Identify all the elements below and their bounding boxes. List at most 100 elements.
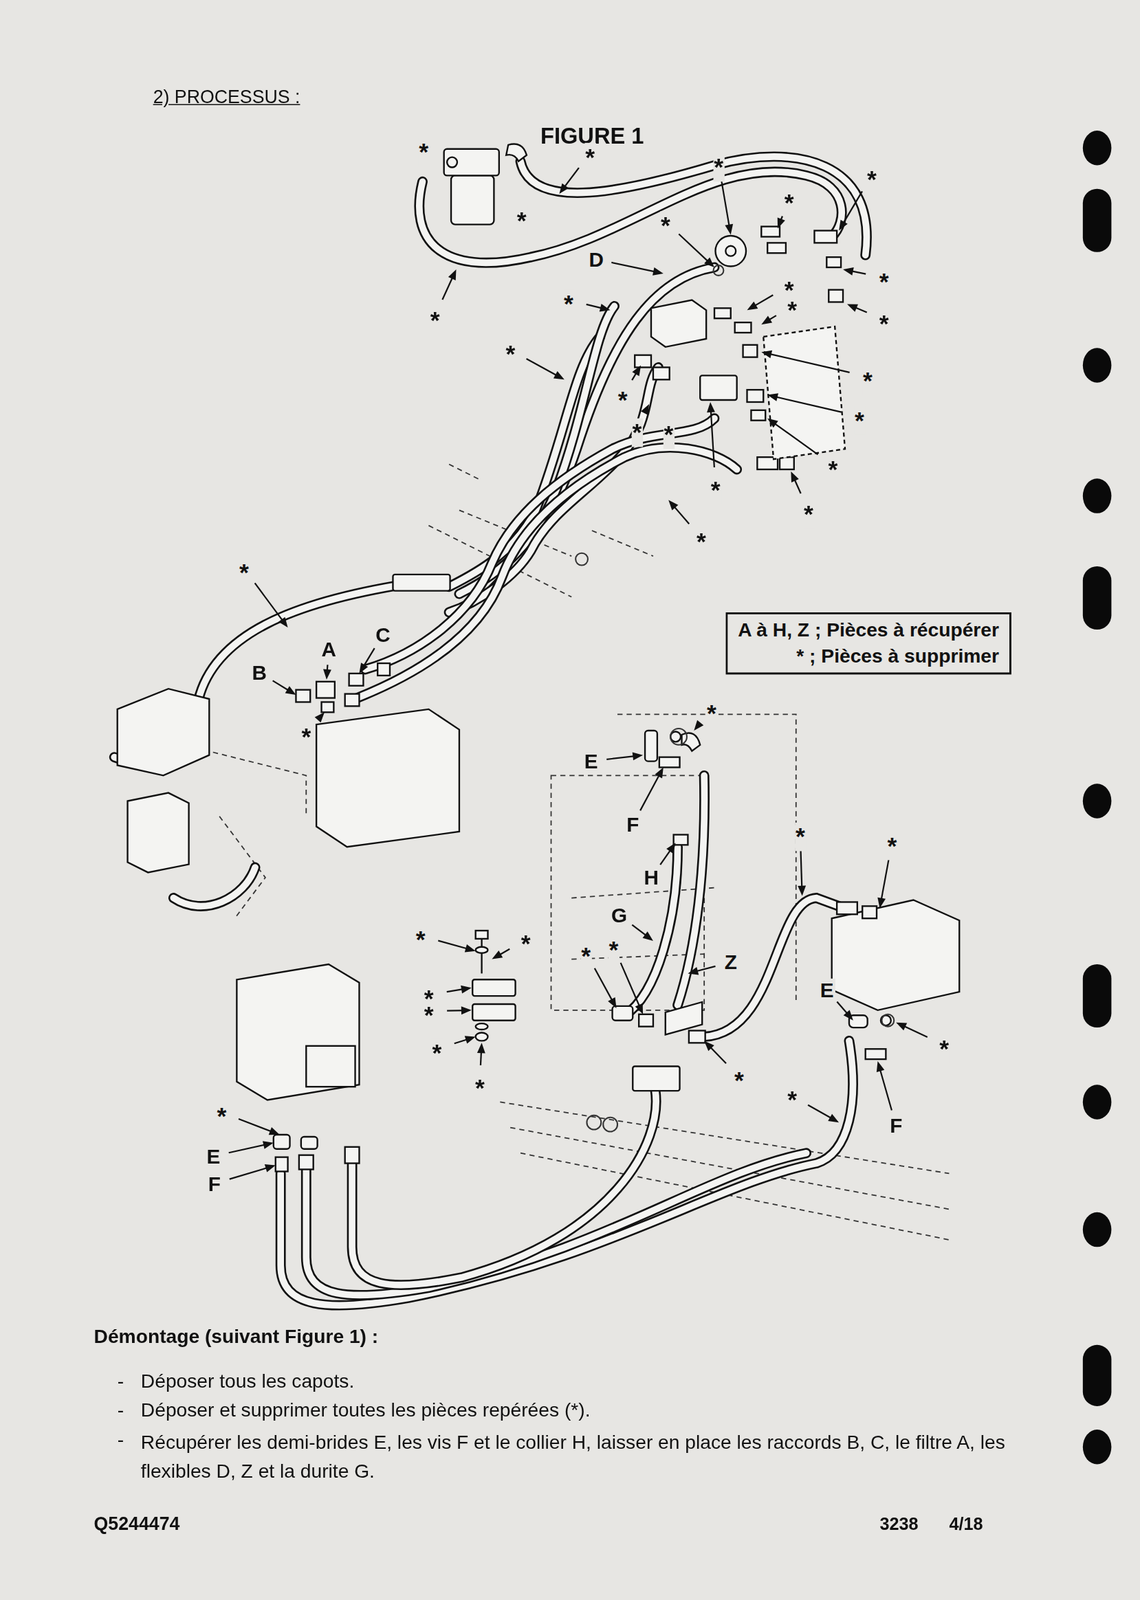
hose [459,305,615,595]
hose [365,418,715,670]
callout-letter: F [889,1114,904,1138]
arrowhead [635,1003,643,1015]
hose [305,1153,806,1297]
leader-line [879,1066,892,1111]
hose [365,418,715,670]
arrowhead [632,752,643,762]
legend-text: A à H, Z ; Pièces à récupérer [737,618,1000,645]
callout-letter: H [642,866,660,890]
hose [419,171,842,263]
hose [352,1090,656,1286]
leader-line [611,262,659,273]
callout-letter: B [250,660,268,685]
arrowhead [460,985,472,995]
arrowhead [640,404,650,416]
callout-mark: * [515,206,528,235]
callout-mark: * [695,528,708,557]
arrowhead [278,617,289,628]
arrowhead [724,224,733,236]
hose [357,447,738,698]
arrowhead [761,315,773,325]
body-text: 3238 [879,1514,918,1535]
callout-mark: * [878,309,890,338]
arrowhead [464,944,476,953]
leader-line [880,860,890,904]
callout-mark: * [802,500,815,529]
leader-line [238,1119,276,1134]
callout-letter: E [818,978,835,1002]
body-text: - [117,1399,124,1422]
callout-mark: * [786,1086,799,1115]
arrowhead [652,267,664,276]
hose [173,867,256,907]
legend-box: A à H, Z ; Pièces à récupérer* ; Pièces … [725,612,1011,676]
arrowhead [323,669,332,681]
callout-mark: * [660,211,672,240]
callout-mark: * [794,823,807,852]
hose [357,447,738,698]
arrowhead [827,1114,839,1123]
arrowhead [314,712,325,723]
leader-line [228,1144,269,1154]
leader-line [229,1167,271,1180]
arrowhead [761,350,773,359]
callout-letter: Z [723,950,738,975]
leader-line [721,181,730,230]
callout-mark: * [473,1073,486,1103]
hose [280,1040,853,1306]
callout-mark: * [865,165,878,194]
body-text: Récupérer les demi-brides E, les vis F e… [140,1428,1039,1486]
arrowhead [704,257,715,268]
section-heading: 2) PROCESSUS : [153,87,301,109]
callout-mark: * [414,926,427,955]
leader-line [801,851,803,892]
arrowhead [876,1061,885,1073]
leader-line [620,963,641,1011]
arrowhead [693,720,704,731]
callout-mark: * [418,137,430,166]
legend-text: * ; Pièces à supprimer [737,643,1000,670]
arrowhead [747,301,759,311]
arrowhead [599,303,611,313]
callout-letter: E [205,1144,222,1169]
body-text: Q5244474 [94,1514,181,1536]
callout-mark: * [631,418,643,447]
arrowhead [607,997,617,1009]
body-text: Démontage (suivant Figure 1) : [94,1325,379,1348]
callout-mark: * [563,290,575,319]
body-text: Déposer et supprimer toutes les pièces r… [140,1399,591,1422]
hose [459,305,615,595]
arrowhead [655,767,664,779]
hose [704,898,839,1038]
callout-mark: * [616,385,629,414]
arrowhead [285,686,297,696]
leader-line [678,233,711,264]
callout-letter: C [374,622,392,647]
callout-mark: * [786,296,799,325]
hose [352,1090,656,1286]
leader-line [841,191,863,227]
callout-mark: * [705,699,718,728]
arrowhead [464,1036,476,1044]
callout-mark: * [300,722,313,751]
callout-mark: * [827,455,839,484]
hose [280,1040,853,1306]
callout-mark: * [431,1038,443,1068]
callout-mark: * [938,1034,951,1063]
arrowhead [264,1164,276,1173]
arrowhead [268,1127,280,1136]
leader-line [771,421,818,455]
arrowhead [706,402,716,413]
arrowhead [642,931,654,942]
arrowhead [767,418,779,428]
callout-mark: * [662,420,675,449]
arrowhead [704,1040,715,1052]
leader-line [255,583,285,624]
hose [305,1153,806,1297]
callout-mark: * [580,941,593,971]
arrowhead [842,267,854,276]
arrowhead [477,1043,486,1054]
callout-mark: * [732,1067,745,1096]
callout-letter: F [206,1172,222,1196]
